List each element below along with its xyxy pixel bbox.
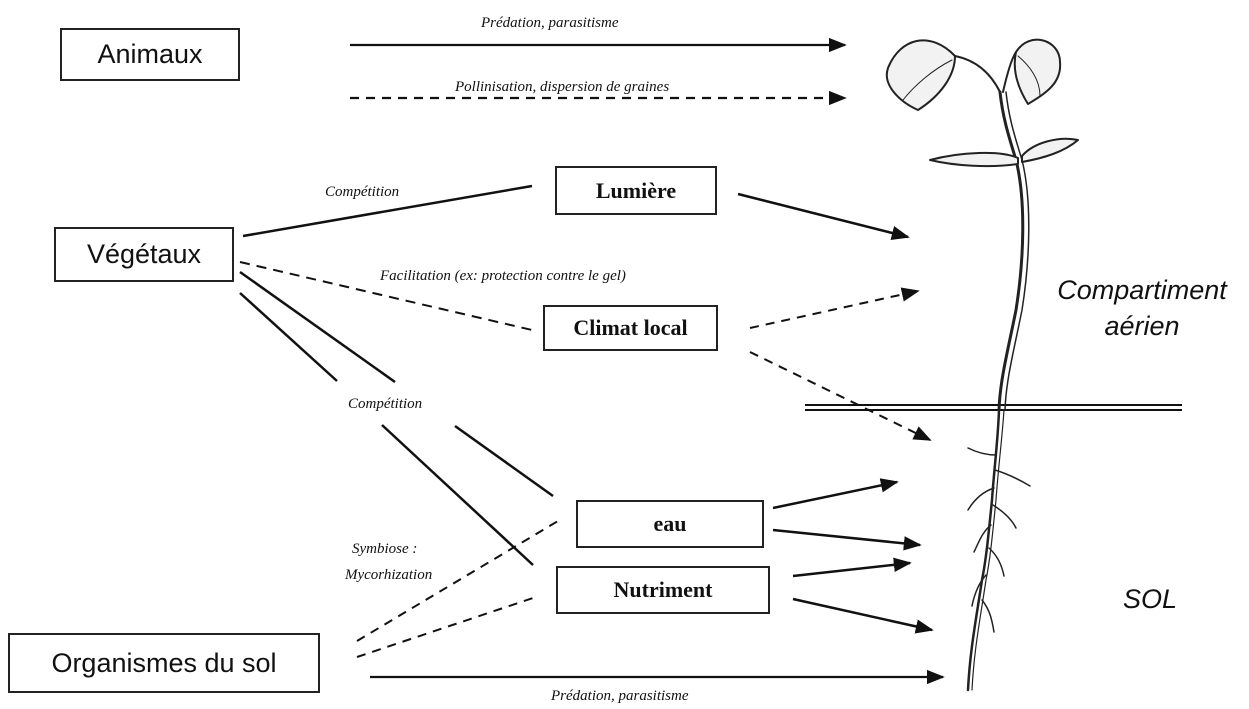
label-predation-bottom: Prédation, parasitisme: [551, 688, 689, 704]
link-vegetaux-nutriment-b: [381, 424, 534, 566]
bean-seedling-icon: [885, 38, 1079, 692]
box-organismes-du-sol: Organismes du sol: [8, 633, 320, 693]
box-eau: eau: [576, 500, 764, 548]
compartment-aerien-line1: Compartiment: [1057, 275, 1227, 305]
arrow-nutriment-plant-a: [792, 557, 912, 578]
box-climat-local: Climat local: [543, 305, 718, 351]
compartment-sol: SOL: [1122, 584, 1178, 614]
link-vegetaux-lumiere: [242, 184, 533, 238]
label-predation-top: Prédation, parasitisme: [481, 15, 619, 31]
box-lumiere: Lumière: [555, 166, 717, 215]
label-competition-mid: Compétition: [348, 396, 423, 412]
box-animaux: Animaux: [60, 28, 240, 81]
label-mycorhization: Mycorhization: [345, 567, 433, 583]
label-competition-top: Compétition: [325, 184, 400, 200]
link-sol-nutriment: [356, 597, 534, 658]
label-symbiose: Symbiose :: [352, 541, 418, 557]
box-vegetaux: Végétaux: [54, 227, 234, 282]
compartment-aerien: Compartiment aérien: [1036, 272, 1248, 345]
label-facilitation: Facilitation (ex: protection contre le g…: [380, 268, 626, 284]
label-pollinisation: Pollinisation, dispersion de graines: [455, 79, 670, 95]
arrow-nutriment-plant-b: [792, 597, 934, 634]
arrow-eau-plant-b: [772, 528, 922, 551]
arrow-eau-plant-a: [772, 478, 899, 510]
link-vegetaux-eau-b: [454, 424, 554, 498]
link-vegetaux-nutriment-a: [239, 292, 338, 382]
compartment-aerien-line2: aérien: [1104, 311, 1180, 342]
box-nutriment: Nutriment: [556, 566, 770, 614]
arrow-lumiere-plant: [737, 192, 910, 241]
link-sol-eau: [356, 517, 564, 642]
link-vegetaux-eau-a: [239, 270, 396, 384]
soil-surface-line: [805, 404, 1182, 411]
arrow-climat-aerien: [749, 287, 920, 329]
arrow-climat-sol: [749, 351, 932, 441]
